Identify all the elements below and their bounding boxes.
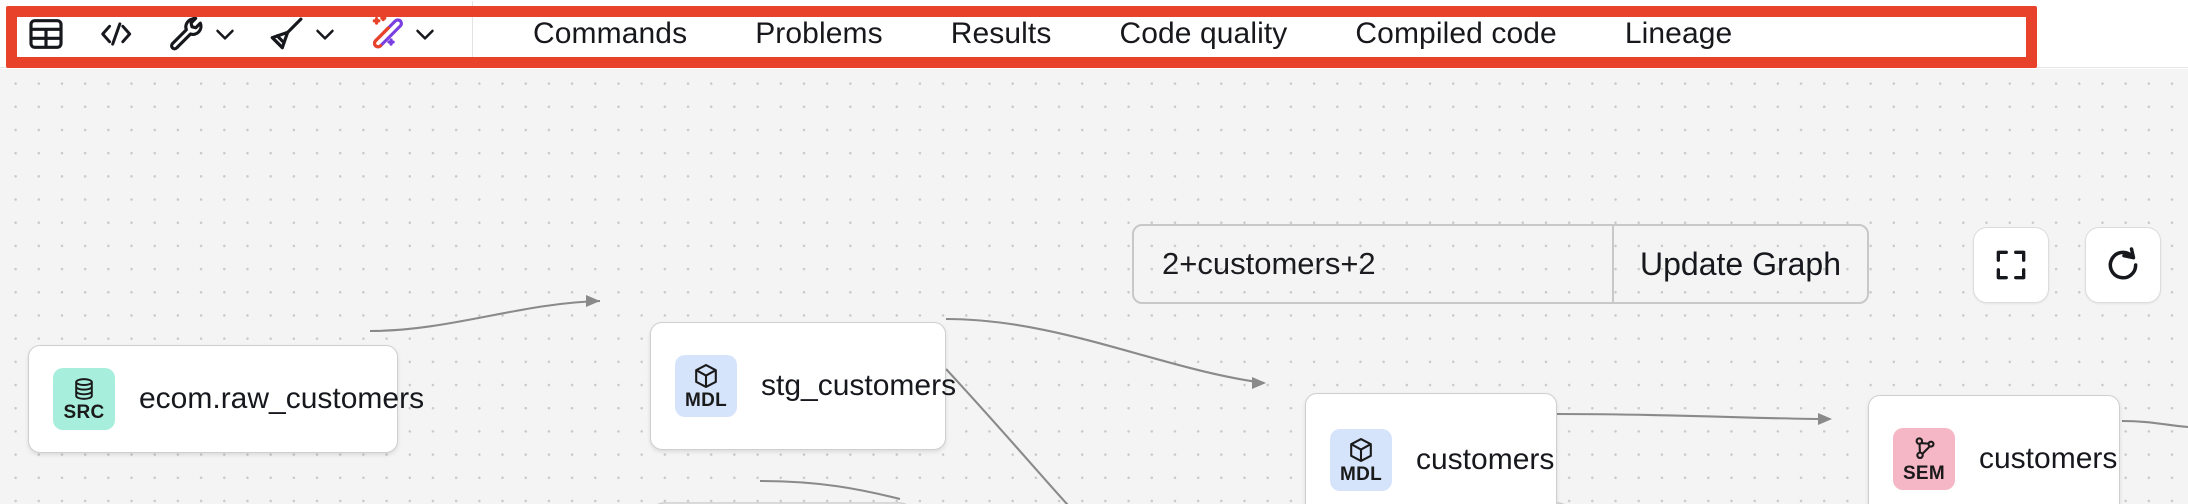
tab-code-quality[interactable]: Code quality xyxy=(1119,17,1288,50)
table-view-button[interactable] xyxy=(24,10,68,58)
tools-chevron-down-icon[interactable] xyxy=(210,19,240,49)
editor-toolbar: Commands Problems Results Code quality C… xyxy=(0,0,2188,68)
tab-lineage[interactable]: Lineage xyxy=(1624,17,1733,50)
node-title: ecom.raw_customers xyxy=(139,382,425,415)
database-icon xyxy=(75,378,93,400)
lineage-node-customers-semantic[interactable]: SEM customers xyxy=(1868,395,2120,504)
graph-network-icon xyxy=(1915,437,1935,460)
code-view-button[interactable] xyxy=(94,10,138,58)
node-badge-mdl: MDL xyxy=(675,355,737,417)
tab-results[interactable]: Results xyxy=(950,17,1052,50)
lineage-node-customers-model[interactable]: MDL customers xyxy=(1305,393,1557,504)
lineage-node-ecom-raw-customers[interactable]: SRC ecom.raw_customers xyxy=(28,345,424,453)
format-button[interactable] xyxy=(264,10,308,58)
editor-tabs: Commands Problems Results Code quality C… xyxy=(499,0,1766,68)
tools-button[interactable] xyxy=(164,10,208,58)
update-graph-button[interactable]: Update Graph xyxy=(1640,245,1842,282)
toolbar-divider xyxy=(472,1,473,67)
node-badge-mdl: MDL xyxy=(1330,429,1392,491)
node-title: customers xyxy=(1416,443,1555,476)
node-badge-src: SRC xyxy=(53,368,115,430)
lineage-graph-control: 2+customers+2 Update Graph xyxy=(1132,224,1870,304)
cube-icon xyxy=(695,363,717,389)
ai-assist-chevron-down-icon[interactable] xyxy=(410,19,440,49)
node-title: stg_customers xyxy=(761,369,957,402)
node-badge-sem: SEM xyxy=(1893,428,1955,490)
lineage-canvas[interactable]: 2+customers+2 Update Graph xyxy=(0,69,2188,504)
tab-problems[interactable]: Problems xyxy=(755,17,883,50)
ai-assist-button[interactable] xyxy=(364,10,408,58)
lineage-node-stg-customers[interactable]: MDL stg_customers xyxy=(650,322,956,450)
lineage-search-input[interactable]: 2+customers+2 xyxy=(1134,226,1614,302)
node-badge-label: MDL xyxy=(1339,464,1383,485)
node-badge-label: MDL xyxy=(684,390,728,411)
format-chevron-down-icon[interactable] xyxy=(310,19,340,49)
node-badge-label: SEM xyxy=(1902,463,1946,484)
tab-compiled-code[interactable]: Compiled code xyxy=(1355,17,1557,50)
node-title: customers xyxy=(1979,442,2118,475)
node-badge-label: SRC xyxy=(63,402,105,423)
cube-icon xyxy=(1350,437,1372,463)
reset-graph-button[interactable] xyxy=(2085,227,2161,303)
fit-view-button[interactable] xyxy=(1973,227,2049,303)
fullscreen-icon xyxy=(1996,250,2026,280)
tab-commands[interactable]: Commands xyxy=(533,17,688,50)
refresh-icon xyxy=(2108,247,2138,280)
